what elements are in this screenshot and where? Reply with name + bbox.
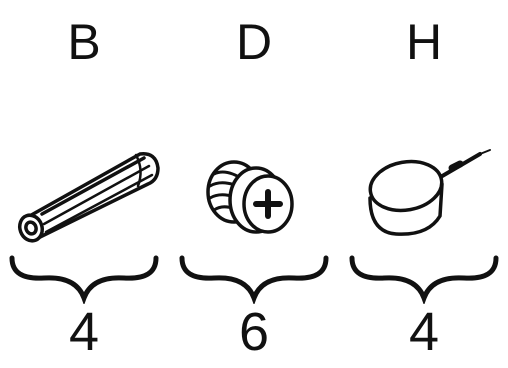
part-b: B 4 (4, 0, 164, 368)
part-letter: H (344, 14, 504, 70)
curly-brace-icon (344, 254, 504, 304)
cam-lock-screw-icon (174, 140, 334, 250)
part-quantity: 4 (4, 300, 164, 364)
part-quantity: 4 (344, 300, 504, 364)
wooden-dowel-icon (4, 140, 164, 250)
part-h: H 4 (344, 0, 504, 368)
curly-brace-icon (4, 254, 164, 304)
curly-brace-icon (174, 254, 334, 304)
felt-pad-nail-icon (344, 140, 504, 250)
part-d: D 6 (174, 0, 334, 368)
part-quantity: 6 (174, 300, 334, 364)
part-letter: B (4, 14, 164, 70)
part-letter: D (174, 14, 334, 70)
